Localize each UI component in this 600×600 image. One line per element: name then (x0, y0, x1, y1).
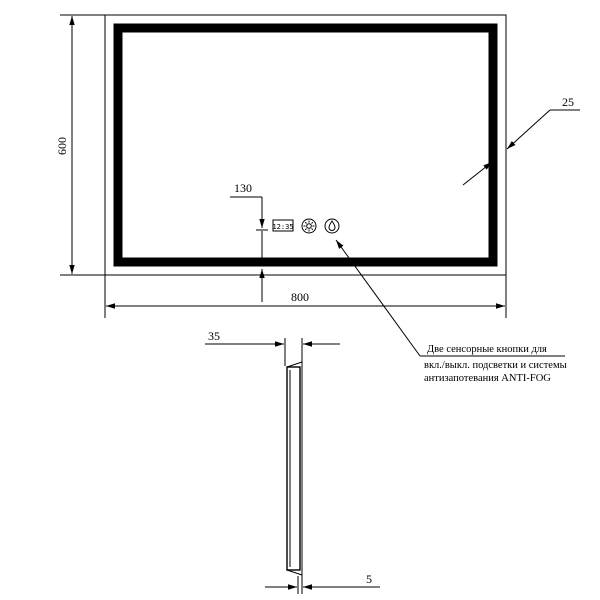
note-line-2: вкл./выкл. подсветки и системы (424, 360, 567, 371)
led-inset-dimension: 25 (462, 95, 580, 186)
control-panel: 12:35 (272, 218, 340, 234)
depth-dimension: 35 (205, 329, 340, 366)
mirror-side-profile (286, 366, 301, 571)
mirror-outline (104, 14, 507, 276)
front-view (104, 14, 507, 276)
button-offset-label: 130 (234, 181, 252, 195)
droplet-icon[interactable] (324, 218, 340, 234)
width-dimension: 800 (104, 275, 507, 318)
note-leader (335, 239, 565, 357)
glass-label: 5 (366, 572, 372, 586)
side-view (286, 360, 303, 576)
note-line-1: Две сенсорные кнопки для (427, 344, 547, 355)
note-line-3: антизапотевания ANTI-FOG (424, 373, 551, 384)
buttons-note: Две сенсорные кнопки для вкл./выкл. подс… (424, 344, 567, 384)
glass-dimension: 5 (265, 572, 380, 594)
depth-label: 35 (208, 329, 220, 343)
height-dimension: 600 (55, 14, 105, 276)
led-inset-label: 25 (562, 95, 574, 109)
sun-icon[interactable] (301, 218, 317, 234)
clock-value: 12:35 (272, 223, 293, 231)
button-offset-dimension: 130 (230, 181, 268, 302)
clock-display: 12:35 (272, 219, 294, 232)
height-label: 600 (55, 137, 69, 155)
led-strip-frame (113, 23, 498, 267)
width-label: 800 (291, 290, 309, 304)
